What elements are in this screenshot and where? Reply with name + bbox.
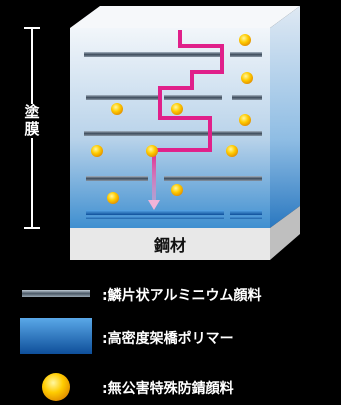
steel-label: 鋼材 (153, 236, 186, 255)
flake (84, 131, 262, 136)
pigment (226, 145, 238, 157)
flake (164, 176, 262, 181)
side-label-char: 膜 (24, 120, 40, 138)
flake (86, 95, 158, 100)
pigment (239, 34, 251, 46)
pigment (171, 103, 183, 115)
legend-flake-label: :鱗片状アルミニウム顔料 (102, 288, 262, 304)
flake (84, 52, 222, 57)
block-side-face (270, 6, 300, 228)
corrosion-path (152, 30, 224, 202)
legend-flake-swatch (22, 290, 90, 297)
legend-pigment-label: :無公害特殊防錆顔料 (102, 381, 234, 397)
flake (230, 52, 262, 57)
pigment (171, 184, 183, 196)
pigment (241, 72, 253, 84)
pigment (239, 114, 251, 126)
polymer-bars (86, 210, 262, 219)
path-arrow-head (148, 200, 160, 210)
legend-polymer-swatch (20, 318, 92, 354)
flake (86, 176, 148, 181)
steel-side-face (270, 206, 300, 260)
pigment-group (91, 34, 253, 204)
flake (232, 95, 262, 100)
pigment (107, 192, 119, 204)
pigment (91, 145, 103, 157)
coating-layer (70, 28, 270, 228)
legend-pigment-swatch (42, 373, 70, 401)
block-top-face (70, 6, 300, 28)
steel-base (70, 228, 270, 260)
pigment (146, 145, 158, 157)
flake (164, 95, 222, 100)
legend-polymer-label: :高密度架橋ポリマー (102, 331, 234, 347)
pigment (111, 103, 123, 115)
side-label-char: 塗 (24, 103, 40, 121)
flake-group (84, 52, 262, 181)
coating-thickness-label: 塗 膜 (20, 104, 44, 138)
